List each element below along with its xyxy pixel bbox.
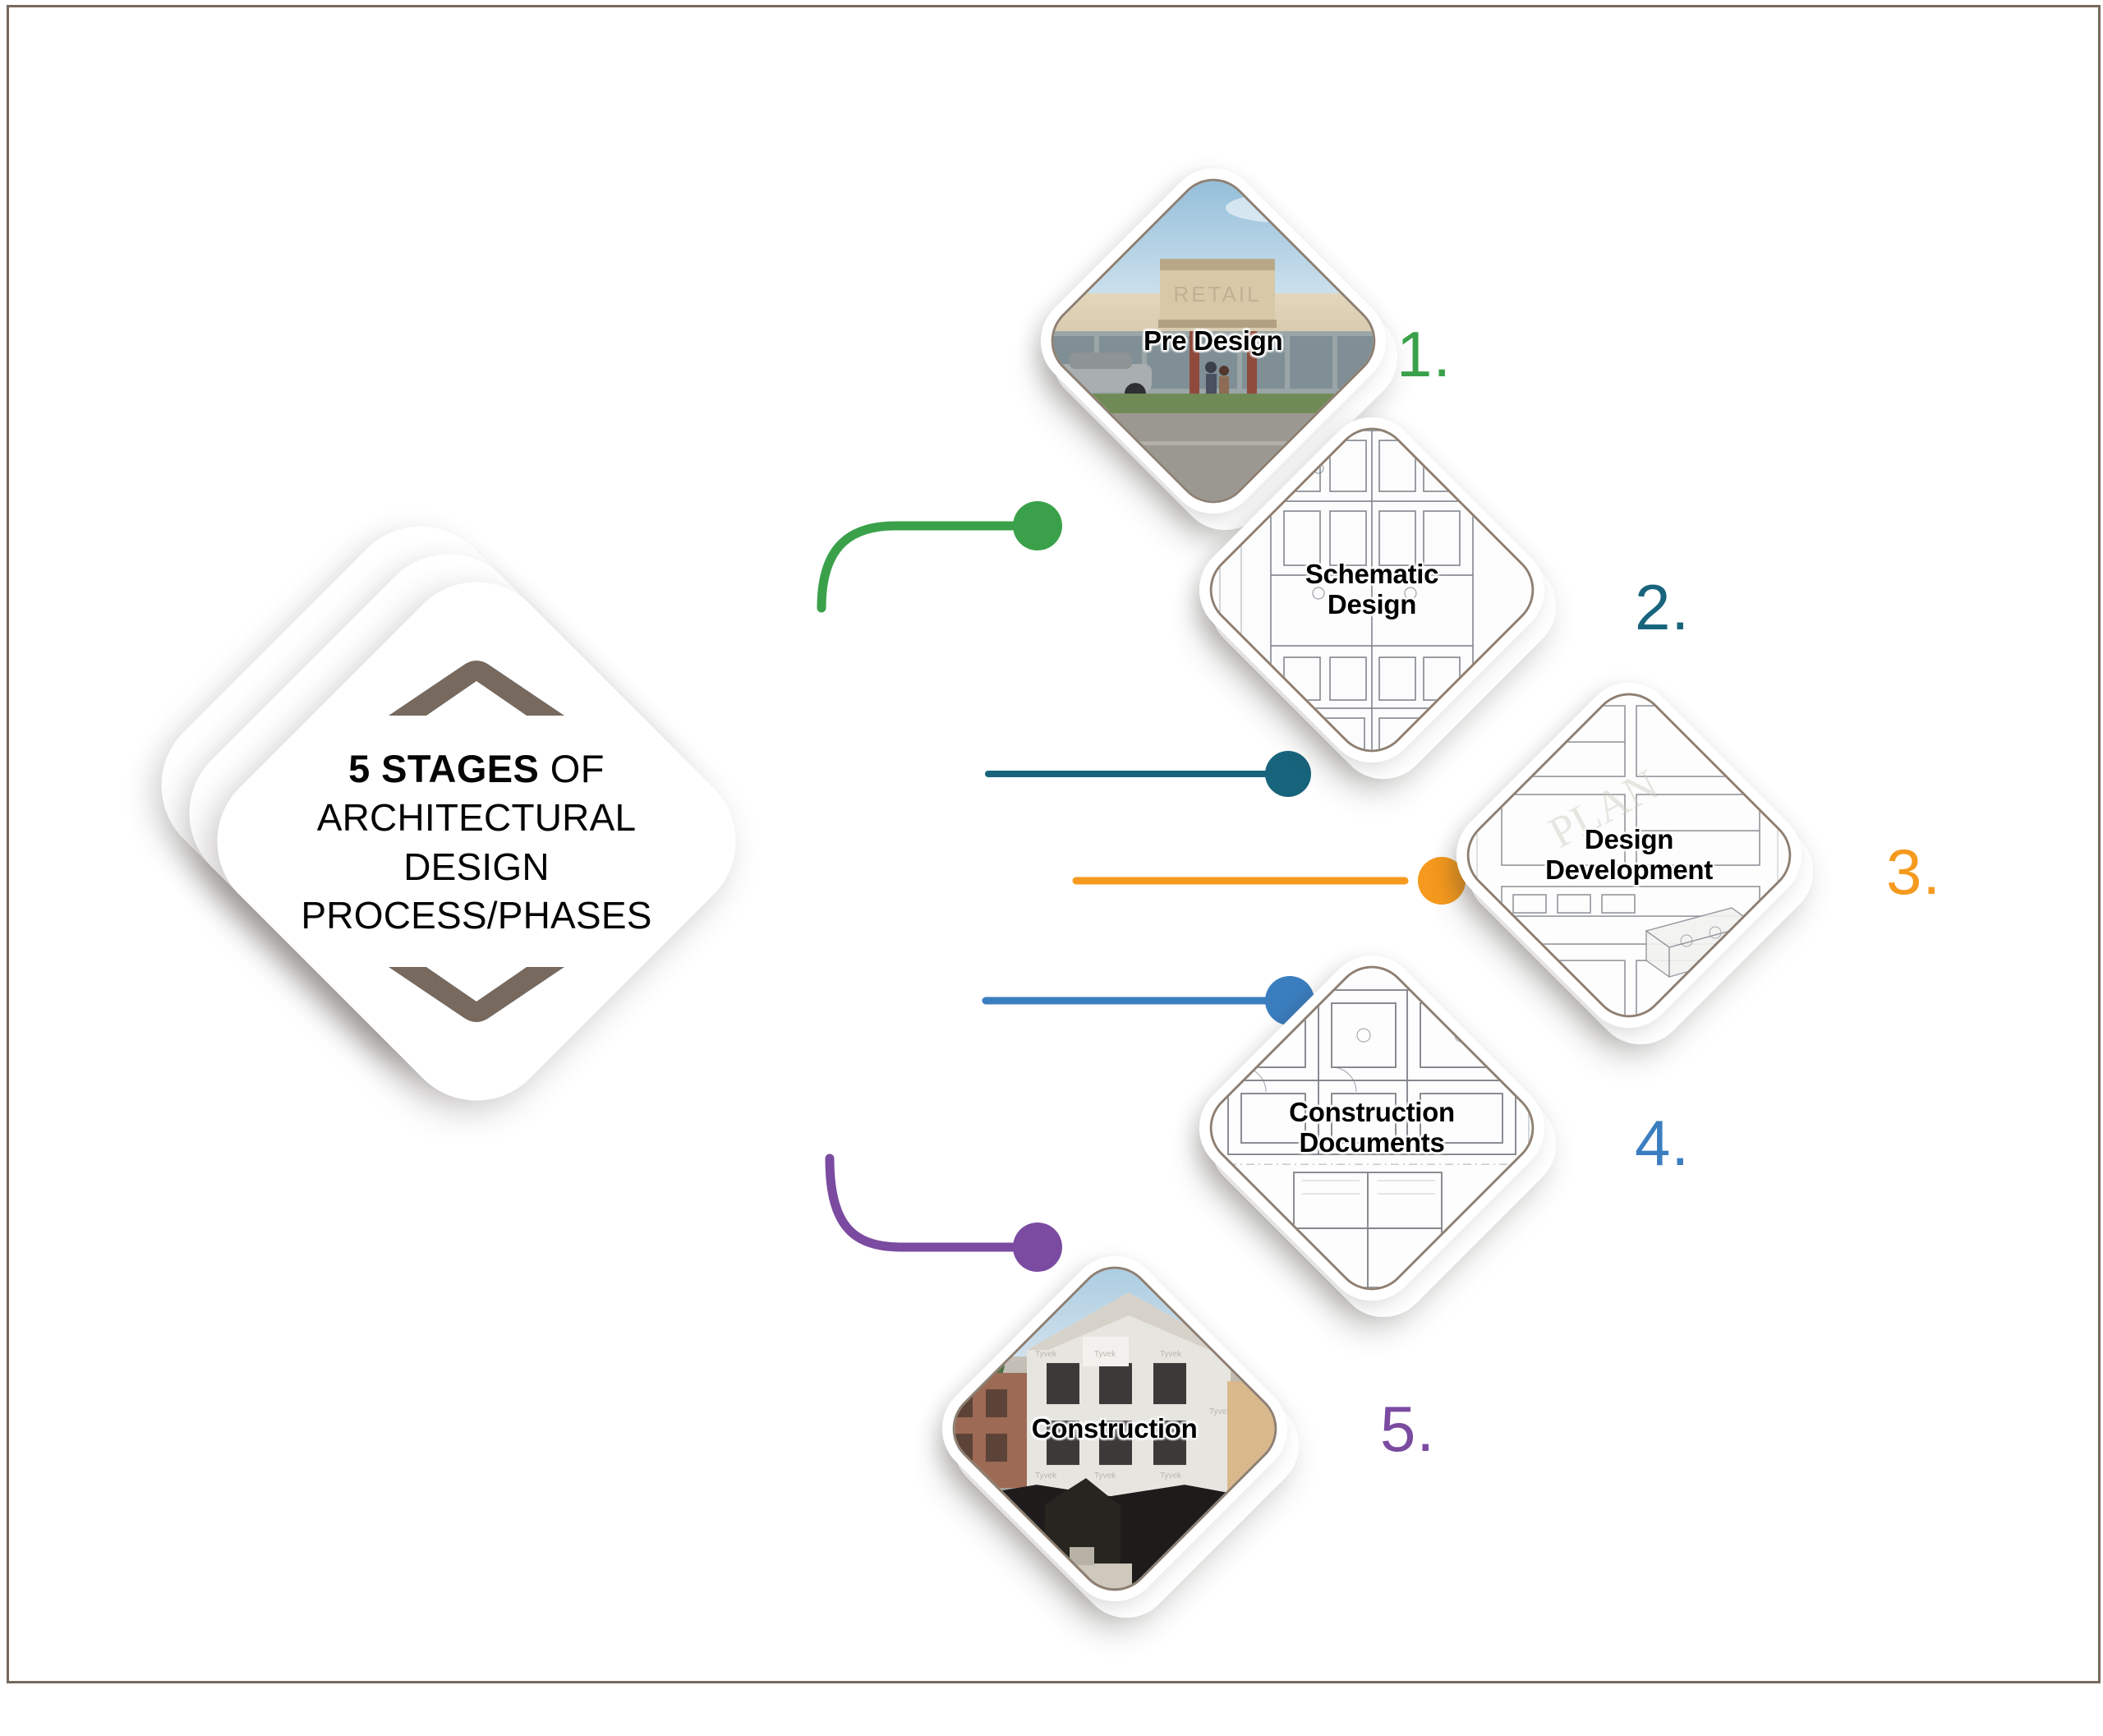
stage-3-photo-frame: PLAN bbox=[1451, 677, 1807, 1034]
stage-number-2: 2. bbox=[1635, 571, 1691, 643]
svg-text:Tyvek: Tyvek bbox=[1160, 1471, 1182, 1480]
central-hub-diamond: 5 STAGES OF ARCHITECTURAL DESIGN PROCESS… bbox=[130, 495, 790, 1150]
svg-text:Tyvek: Tyvek bbox=[1209, 1407, 1231, 1416]
connector-line-1 bbox=[817, 521, 1028, 613]
stage-number-3: 3. bbox=[1886, 836, 1942, 908]
svg-text:Tyvek: Tyvek bbox=[1035, 1471, 1057, 1480]
connector-line-5 bbox=[825, 1153, 1024, 1252]
stage-number-1: 1. bbox=[1397, 318, 1452, 390]
connector-dot-5 bbox=[1013, 1223, 1062, 1272]
stage-1-diamond[interactable]: RETAIL bbox=[1021, 149, 1406, 533]
interior-elevation-drawings: PLAN bbox=[1452, 684, 1806, 1034]
construction-document-plan bbox=[1195, 957, 1548, 1306]
svg-text:Tyvek: Tyvek bbox=[1094, 1350, 1116, 1359]
hub-content-rotator: 5 STAGES OF ARCHITECTURAL DESIGN PROCESS… bbox=[186, 550, 766, 1131]
stage-number-4: 4. bbox=[1635, 1107, 1691, 1179]
stage-4-diamond[interactable] bbox=[1180, 936, 1564, 1320]
hub-title-bold: 5 STAGES bbox=[348, 746, 540, 790]
stage-4-photo-frame bbox=[1194, 950, 1550, 1306]
svg-text:RETAIL: RETAIL bbox=[1173, 282, 1261, 306]
chevron-down-icon bbox=[389, 967, 564, 1023]
chevron-up-icon bbox=[389, 660, 564, 716]
hub-title: 5 STAGES OF ARCHITECTURAL DESIGN PROCESS… bbox=[246, 744, 706, 941]
hub-title-light: OF bbox=[539, 746, 605, 790]
stage-3-diamond[interactable]: PLAN bbox=[1437, 663, 1821, 1048]
hub-title-line2: ARCHITECTURAL bbox=[316, 795, 637, 839]
connector-dot-1 bbox=[1013, 501, 1062, 550]
stage-number-5: 5. bbox=[1380, 1393, 1436, 1465]
hub-title-line3: DESIGN bbox=[403, 845, 550, 888]
hub-title-line4: PROCESS/PHASES bbox=[301, 894, 652, 937]
svg-text:Tyvek: Tyvek bbox=[1160, 1350, 1182, 1359]
svg-text:Tyvek: Tyvek bbox=[1035, 1350, 1057, 1359]
svg-text:Tyvek: Tyvek bbox=[1094, 1471, 1116, 1480]
connector-dot-2 bbox=[1265, 751, 1311, 797]
